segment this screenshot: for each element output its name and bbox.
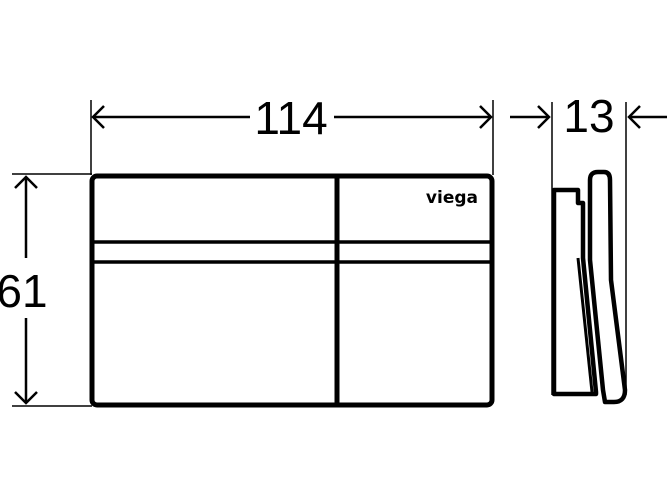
arrow-right-icon <box>537 105 551 129</box>
arrow-left-icon <box>91 105 105 129</box>
arrow-up-icon <box>14 175 38 189</box>
height-dimension: 61 <box>0 173 92 407</box>
front-view: viega <box>89 173 495 408</box>
arrow-left-icon <box>627 105 641 129</box>
width-dimension: 114 <box>90 92 494 175</box>
width-label: 114 <box>254 92 327 144</box>
depth-label: 13 <box>563 90 614 142</box>
arrow-right-icon <box>479 105 493 129</box>
height-label: 61 <box>0 265 48 317</box>
side-view <box>551 169 628 405</box>
brand-logo: viega <box>426 188 478 208</box>
small-flush-button[interactable] <box>340 180 489 401</box>
arrow-down-icon <box>14 391 38 405</box>
depth-dimension: 13 <box>510 90 667 395</box>
large-flush-button[interactable] <box>96 180 334 401</box>
